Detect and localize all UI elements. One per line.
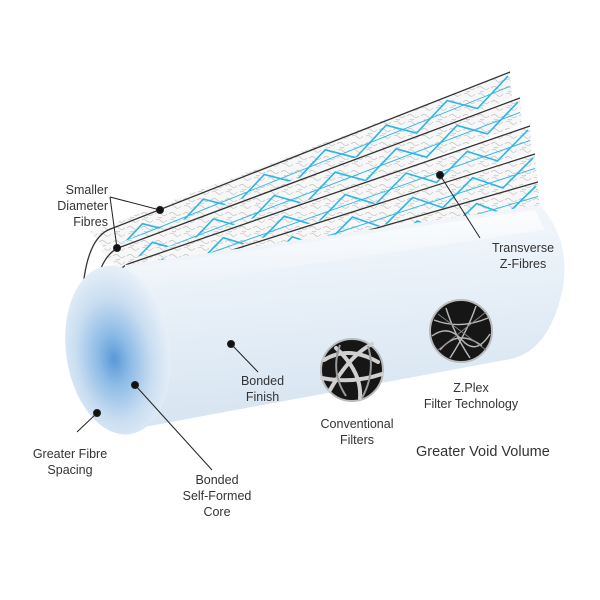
label-transverse-z-fibres: Transverse Z-Fibres — [491, 241, 555, 271]
conventional-filter-fibres-icon — [320, 338, 384, 402]
fibre-layer — [105, 125, 532, 327]
cartridge-end-cap — [65, 265, 171, 435]
label-bonded-finish: Bonded Finish — [240, 374, 285, 404]
label-smaller-diameter-fibres: Smaller Diameter Fibres — [57, 183, 108, 229]
label-greater-fibre-spacing: Greater Fibre Spacing — [32, 447, 108, 477]
filter-cartridge — [65, 205, 565, 435]
label-zplex-filter-technology: Z.Plex Filter Technology — [423, 381, 519, 411]
leader-lines — [76, 171, 481, 471]
label-bonded-self-formed-core: Bonded Self-Formed Core — [182, 473, 252, 519]
zplex-filter-fibres-icon — [429, 299, 493, 363]
label-greater-void-volume: Greater Void Volume — [416, 444, 550, 460]
label-conventional-filters: Conventional Filters — [320, 417, 394, 447]
